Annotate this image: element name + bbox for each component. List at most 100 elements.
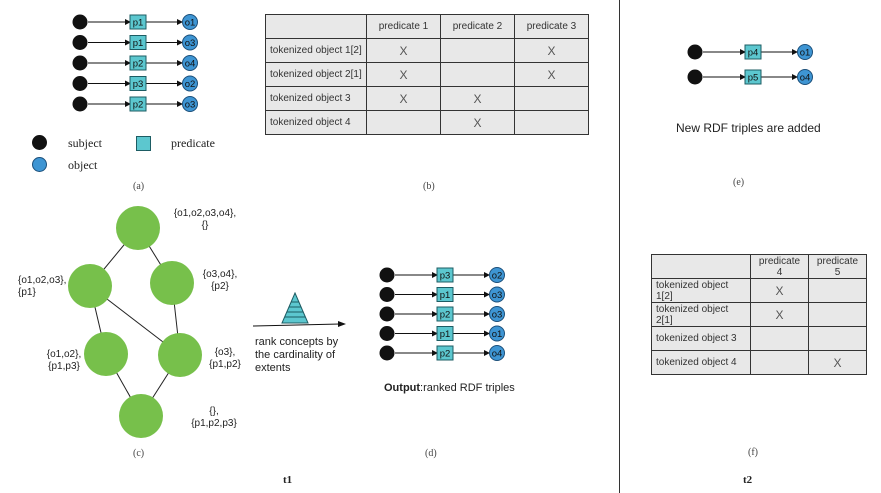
concept-label: {},{p1,p2,p3} — [191, 406, 237, 429]
object-node — [182, 34, 198, 51]
time-label-t2: t2 — [743, 474, 753, 486]
table-corner-cell — [265, 14, 367, 39]
caption-c: (c) — [133, 448, 145, 459]
row-label-cell: tokenized object 4 — [651, 350, 751, 375]
object-node — [182, 55, 198, 71]
predicate-label: p1 — [133, 38, 144, 49]
predicate-label: p2 — [133, 59, 144, 70]
table-cell: X — [514, 38, 589, 63]
table-cell: X — [366, 86, 441, 111]
object-node — [797, 44, 813, 60]
table-cell — [750, 350, 809, 375]
object-label: o3 — [492, 290, 503, 301]
row-label-cell: tokenized object 4 — [265, 110, 367, 135]
object-label: o1 — [800, 48, 811, 59]
object-label: o4 — [800, 73, 811, 84]
subject-node — [72, 55, 88, 71]
predicate-node — [129, 35, 147, 50]
predicate-label: p2 — [440, 310, 451, 321]
row-label-cell: tokenized object 1[2] — [651, 278, 751, 303]
object-node — [489, 306, 505, 322]
table-cell: X — [750, 302, 809, 327]
concept-node — [116, 206, 160, 250]
subject-node — [379, 326, 395, 341]
triple-row: p2 o3 — [379, 306, 505, 322]
object-node — [489, 325, 505, 342]
object-node — [489, 286, 505, 303]
object-node — [489, 345, 505, 361]
new-triples-text: New RDF triples are added — [676, 121, 821, 135]
row-label-cell: tokenized object 2[1] — [265, 62, 367, 87]
object-node — [182, 96, 198, 112]
predicate-node — [129, 96, 147, 112]
predicate-node — [129, 55, 147, 71]
legend-subject-marker — [32, 135, 47, 150]
object-label: o3 — [492, 310, 503, 321]
predicate-node — [436, 306, 454, 322]
concept-label: {o1,o2},{p1,p3} — [46, 349, 82, 372]
object-node — [182, 14, 198, 30]
row-label-cell: tokenized object 3 — [265, 86, 367, 111]
table-cell: X — [366, 62, 441, 87]
object-label: o2 — [185, 79, 196, 90]
table-cell — [808, 302, 867, 327]
table-cell — [440, 62, 515, 87]
object-label: o4 — [492, 349, 503, 360]
table-header-cell: predicate 3 — [514, 14, 589, 39]
object-label: o1 — [492, 329, 503, 340]
predicate-node — [436, 287, 454, 302]
table-cell: X — [440, 110, 515, 135]
caption-d: (d) — [425, 448, 437, 459]
table-cell — [808, 278, 867, 303]
subject-node — [687, 69, 703, 85]
subject-node — [72, 14, 88, 30]
concept-node — [68, 264, 112, 308]
object-label: o3 — [185, 38, 196, 49]
ranking-pyramid-icon — [281, 292, 309, 324]
concept-label: {o3,o4},{p2} — [202, 269, 238, 292]
predicate-label: p3 — [440, 271, 451, 282]
table-cell: X — [440, 86, 515, 111]
concept-label: {o1,o2,o3,o4},{} — [173, 208, 237, 231]
table-cell — [750, 326, 809, 351]
triple-row: p2 o4 — [72, 55, 198, 71]
table-cell: X — [366, 38, 441, 63]
predicate-label: p3 — [133, 79, 144, 90]
concept-node — [119, 394, 163, 438]
object-label: o4 — [185, 59, 196, 70]
object-node — [797, 69, 813, 85]
concept-node — [150, 261, 194, 305]
subject-node — [379, 345, 395, 361]
predicate-label: p1 — [440, 290, 451, 301]
table-cell — [514, 110, 589, 135]
table-cell — [808, 326, 867, 351]
row-label-cell: tokenized object 1[2] — [265, 38, 367, 63]
table-cell — [440, 38, 515, 63]
table-cell: X — [750, 278, 809, 303]
subject-node — [72, 76, 88, 91]
table-cell — [366, 110, 441, 135]
subject-node — [72, 96, 88, 112]
concept-label: {o1,o2,o3},{p1} — [18, 275, 67, 298]
panel-c-lattice — [68, 206, 202, 438]
legend-object-marker — [32, 157, 47, 172]
predicate-node — [129, 76, 147, 91]
concept-node — [84, 332, 128, 376]
row-label-cell: tokenized object 2[1] — [651, 302, 751, 327]
triple-row: p1 o3 — [379, 286, 505, 303]
predicate-node — [129, 14, 147, 30]
